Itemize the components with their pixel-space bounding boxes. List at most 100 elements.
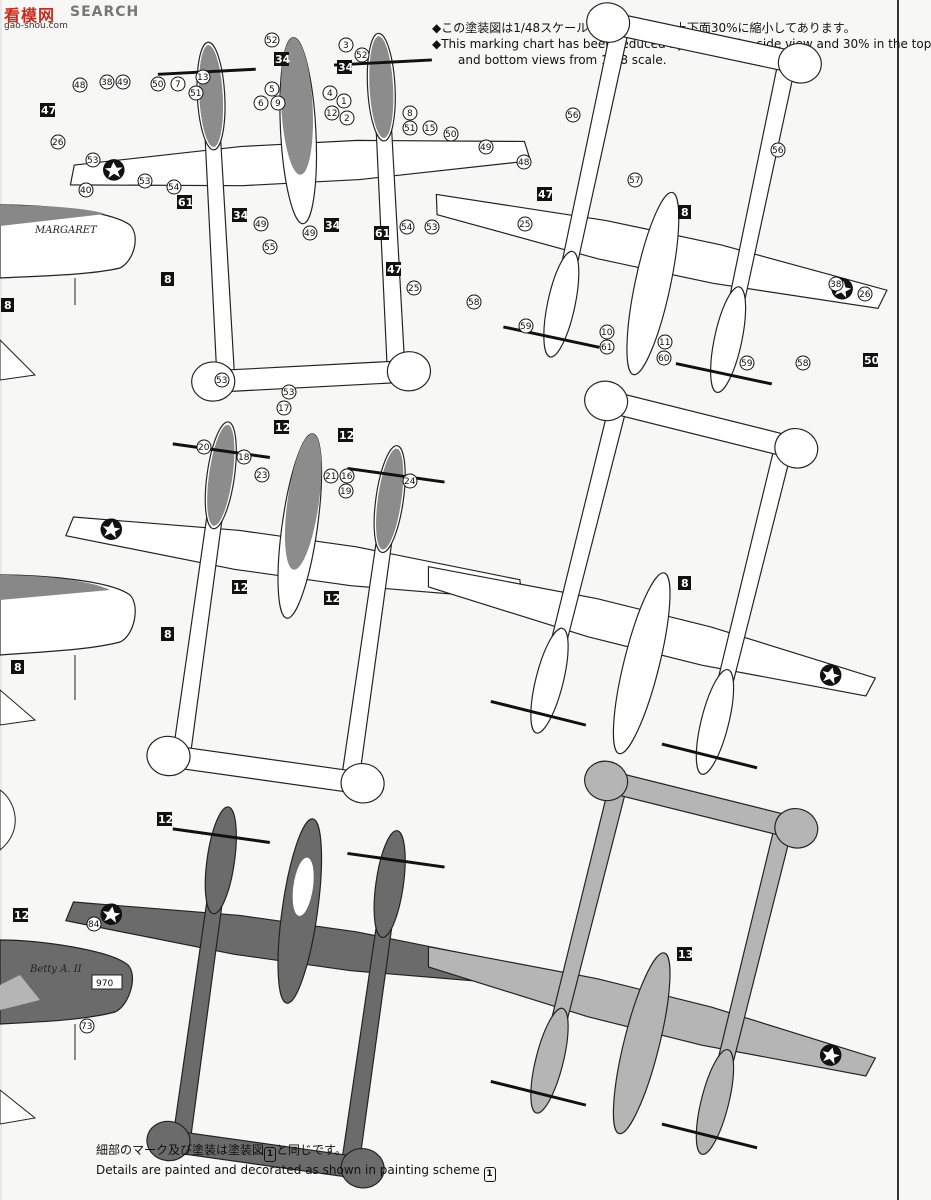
svg-text:17: 17 [278,404,289,414]
svg-text:50: 50 [445,130,457,140]
svg-text:61: 61 [601,343,612,353]
svg-text:20: 20 [198,443,210,453]
svg-text:34: 34 [338,61,354,74]
svg-text:53: 53 [426,223,437,233]
plane-bottom-view-1 [407,0,931,424]
plane-top-view-2 [34,401,542,822]
svg-text:53: 53 [87,156,98,166]
svg-text:4: 4 [327,89,333,99]
svg-text:73: 73 [81,1022,92,1032]
svg-text:13: 13 [678,948,693,961]
svg-text:23: 23 [256,471,267,481]
svg-text:54: 54 [168,183,180,193]
svg-text:53: 53 [216,376,227,386]
svg-text:11: 11 [659,338,670,348]
svg-text:48: 48 [518,158,530,168]
svg-text:51: 51 [190,89,201,99]
svg-text:8: 8 [164,273,172,286]
watermark-site: SEARCH [70,4,140,20]
svg-text:15: 15 [424,124,435,134]
svg-text:55: 55 [264,243,275,253]
svg-text:24: 24 [404,477,416,487]
svg-text:57: 57 [629,176,640,186]
svg-text:48: 48 [74,81,86,91]
svg-text:47: 47 [41,104,56,117]
svg-text:56: 56 [567,111,579,121]
svg-text:58: 58 [468,298,480,308]
svg-text:13: 13 [197,73,208,83]
svg-text:12: 12 [158,813,173,826]
svg-text:60: 60 [658,354,670,364]
svg-text:49: 49 [480,143,492,153]
svg-text:50: 50 [152,80,164,90]
svg-text:12: 12 [326,109,337,119]
svg-text:59: 59 [520,322,532,332]
svg-text:50: 50 [864,354,880,367]
svg-text:52: 52 [266,36,277,46]
svg-text:8: 8 [4,299,12,312]
svg-text:6: 6 [258,99,264,109]
scheme-1-icon: 1 [264,1147,277,1162]
svg-text:84: 84 [88,920,100,930]
svg-text:7: 7 [175,80,181,90]
svg-text:12: 12 [233,581,248,594]
svg-text:18: 18 [238,453,250,463]
svg-text:34: 34 [275,53,291,66]
svg-text:2: 2 [344,114,350,124]
nose-art-margaret: MARGARET [34,225,98,236]
nose-art-betty: Betty A. II [29,964,83,975]
svg-text:21: 21 [325,472,336,482]
svg-text:58: 58 [797,359,809,369]
svg-text:5: 5 [269,85,275,95]
svg-text:49: 49 [255,220,267,230]
svg-text:49: 49 [117,78,129,88]
svg-text:53: 53 [139,177,150,187]
svg-text:3: 3 [343,41,349,51]
svg-text:8: 8 [14,661,22,674]
svg-text:38: 38 [830,280,842,290]
svg-text:47: 47 [387,263,402,276]
svg-text:25: 25 [408,284,419,294]
svg-text:61: 61 [375,227,390,240]
svg-text:49: 49 [304,229,316,239]
svg-text:12: 12 [275,421,290,434]
callout-circles: 52 3 52 48 38 49 50 7 13 51 5 6 9 4 1 12… [50,32,873,1034]
svg-text:16: 16 [341,472,353,482]
svg-text:8: 8 [681,206,689,219]
watermark-url: gao-shou.com [4,21,68,31]
svg-text:34: 34 [233,209,249,222]
svg-text:19: 19 [340,487,352,497]
page-right-edge [897,0,899,1200]
svg-text:51: 51 [404,124,415,134]
svg-text:40: 40 [80,186,92,196]
svg-text:56: 56 [772,146,784,156]
svg-text:53: 53 [283,388,294,398]
svg-text:47: 47 [538,188,553,201]
svg-text:10: 10 [601,328,613,338]
svg-text:8: 8 [407,109,413,119]
watermark: 看模网 SEARCH gao-shou.com [0,0,170,34]
svg-text:12: 12 [339,429,354,442]
svg-text:59: 59 [741,359,753,369]
plane-bottom-view-3 [395,729,930,1190]
svg-text:34: 34 [325,219,341,232]
nose-serial: 970 [96,979,113,989]
svg-text:38: 38 [101,78,113,88]
svg-text:26: 26 [52,138,64,148]
svg-text:26: 26 [859,290,871,300]
plane-top-view-3 [34,786,542,1200]
plane-bottom-view-2 [395,349,930,810]
svg-text:12: 12 [14,909,29,922]
callout-boxes: 34 34 47 47 61 34 34 61 8 8 47 50 8 12 1… [1,52,880,961]
watermark-brand: 看模网 [4,6,56,25]
side-view-fragment-1: MARGARET [0,204,136,381]
svg-text:52: 52 [356,51,367,61]
side-view-fragment-2 [0,574,136,726]
side-view-fragment-3: Betty A. II 970 [0,789,133,1125]
footer-note-en: Details are painted and decorated as sho… [96,1162,496,1182]
svg-text:1: 1 [341,97,347,107]
scheme-1-icon-en: 1 [483,1167,496,1182]
